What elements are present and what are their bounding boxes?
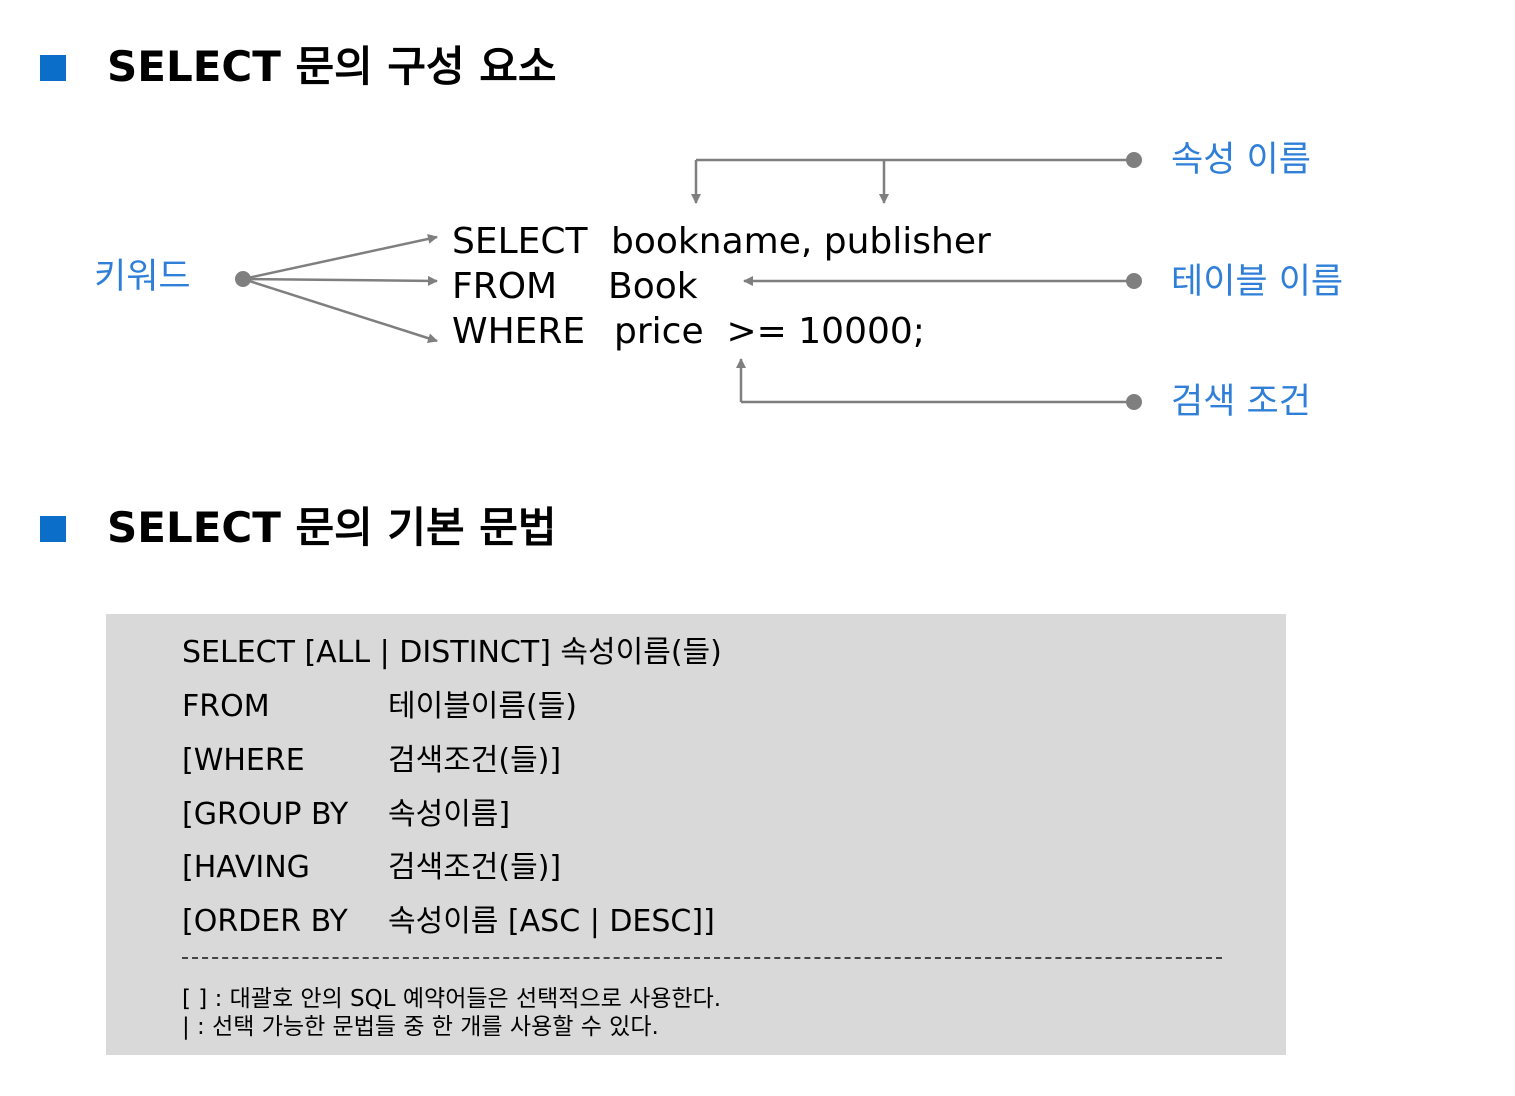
- syntax-row-groupby-keyword: [GROUP BY: [182, 797, 349, 832]
- syntax-row-having-value: 검색조건(들)]: [388, 850, 562, 885]
- attribute-name-label: 속성 이름: [1171, 140, 1311, 180]
- section-title-syntax: SELECT 문의 기본 문법: [107, 503, 557, 552]
- section-title-components: SELECT 문의 구성 요소: [107, 42, 557, 91]
- syntax-row-orderby-keyword: [ORDER BY: [182, 904, 348, 939]
- sql-value-where: price >= 10000;: [614, 311, 925, 352]
- sql-keyword-select: SELECT: [452, 221, 588, 262]
- syntax-row-orderby-value: 속성이름 [ASC | DESC]]: [388, 904, 715, 939]
- keyword-label: 키워드: [94, 257, 191, 297]
- keyword-arrow-where: [242, 277, 438, 344]
- keyword-arrow-select: [242, 234, 438, 281]
- syntax-row-from-value: 테이블이름(들): [388, 689, 578, 724]
- syntax-box: SELECT [ALL | DISTINCT] 속성이름(들) FROM 테이블…: [106, 614, 1286, 1055]
- syntax-row-groupby-value: 속성이름]: [388, 797, 511, 832]
- search-condition-label: 검색 조건: [1171, 382, 1311, 422]
- table-name-label: 테이블 이름: [1171, 262, 1344, 302]
- dashed-divider: [182, 957, 1222, 959]
- syntax-row-having-keyword: [HAVING: [182, 850, 310, 885]
- syntax-row-where-value: 검색조건(들)]: [388, 743, 562, 778]
- syntax-row-where-keyword: [WHERE: [182, 743, 305, 778]
- sql-keyword-from: FROM: [452, 266, 558, 307]
- section-marker-square-icon: [40, 516, 66, 542]
- section-marker-square-icon: [40, 55, 66, 81]
- diagram-arrows: [235, 152, 1142, 410]
- sql-value-select: bookname, publisher: [611, 221, 991, 262]
- keyword-arrow-from: [242, 275, 438, 286]
- syntax-row-select: SELECT [ALL | DISTINCT] 속성이름(들): [182, 635, 722, 670]
- syntax-row-from-keyword: FROM: [182, 689, 270, 724]
- note-brackets: [ ] : 대괄호 안의 SQL 예약어들은 선택적으로 사용한다.: [182, 986, 722, 1012]
- sql-keyword-where: WHERE: [452, 311, 586, 352]
- note-pipe: | : 선택 가능한 문법들 중 한 개를 사용할 수 있다.: [182, 1014, 659, 1040]
- sql-value-from: Book: [608, 266, 698, 307]
